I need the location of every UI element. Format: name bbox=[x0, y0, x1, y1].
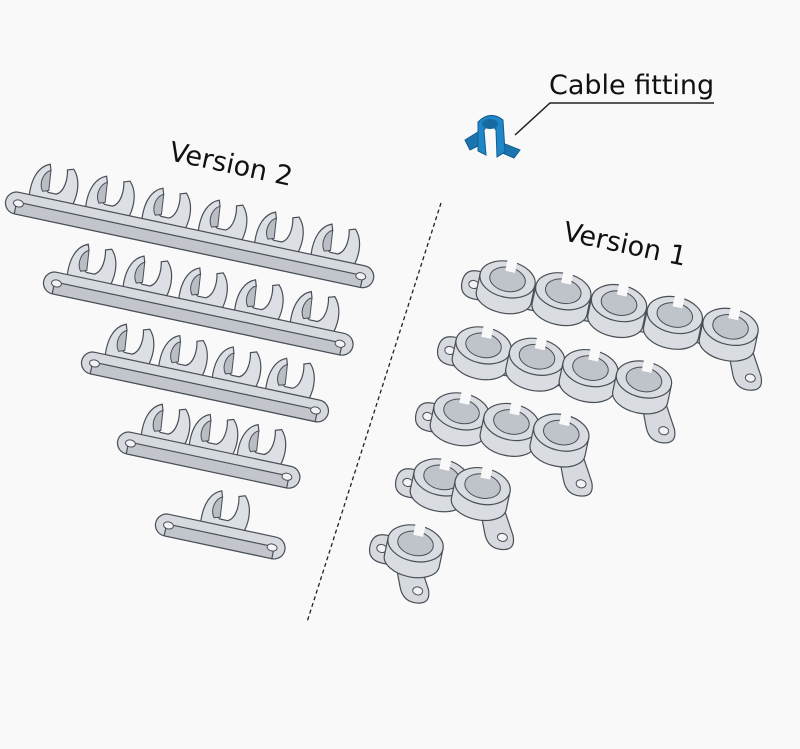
ring-clip bbox=[409, 457, 470, 513]
ring-clip bbox=[531, 270, 592, 327]
version-1-clip-strip bbox=[394, 457, 515, 551]
hook-clip bbox=[141, 187, 192, 231]
version-1-clip-strip bbox=[460, 259, 763, 391]
hook-clip bbox=[253, 211, 304, 255]
hook-clip bbox=[66, 243, 117, 287]
ring-clip bbox=[505, 336, 566, 392]
hook-clip bbox=[104, 323, 155, 367]
hook-clip bbox=[310, 223, 361, 267]
callout-leader-line bbox=[514, 102, 714, 136]
mount-hole bbox=[412, 586, 424, 596]
hook-clip bbox=[157, 334, 208, 378]
hook-clip bbox=[197, 199, 248, 243]
version-2-clip-strip bbox=[116, 403, 301, 489]
hook-clip bbox=[289, 290, 340, 334]
mount-hole bbox=[50, 279, 62, 288]
label-cable-fitting: Cable fitting bbox=[549, 70, 714, 101]
hook-clip bbox=[188, 413, 239, 457]
ring-clip bbox=[429, 391, 490, 447]
ring-clip bbox=[612, 359, 673, 415]
hook-clip bbox=[28, 163, 79, 207]
mount-hole bbox=[310, 406, 321, 415]
version-2-group bbox=[4, 163, 375, 560]
ring-clip bbox=[587, 282, 648, 339]
mount-hole bbox=[124, 439, 136, 448]
ring-clip bbox=[383, 523, 444, 579]
ring-clip bbox=[558, 347, 619, 404]
hook-clip bbox=[177, 267, 228, 311]
mount-hole bbox=[266, 543, 278, 552]
mount-hole bbox=[162, 521, 174, 530]
hook-clip bbox=[140, 403, 191, 447]
hook-clip bbox=[264, 357, 315, 401]
ring-clip bbox=[642, 294, 704, 350]
mount-hole bbox=[12, 199, 24, 208]
cable-fitting-part bbox=[464, 115, 521, 159]
version-1-clip-strip bbox=[368, 523, 444, 604]
ring-clip bbox=[475, 259, 536, 315]
ring-clip bbox=[479, 401, 540, 457]
mount-hole bbox=[88, 359, 100, 368]
version-2-clip-strip bbox=[80, 323, 330, 423]
mount-hole bbox=[355, 272, 367, 281]
version-1-clip-strip bbox=[414, 391, 593, 497]
ring-clip bbox=[529, 412, 590, 468]
hook-clip bbox=[211, 346, 262, 390]
hook-clip bbox=[233, 279, 284, 322]
mount-hole bbox=[334, 339, 346, 348]
divider-dashed-line bbox=[306, 202, 442, 623]
mount-hole bbox=[575, 479, 587, 489]
hook-clip bbox=[84, 175, 135, 219]
ring-clip bbox=[450, 465, 511, 522]
label-version-1: Version 1 bbox=[561, 217, 690, 273]
hook-clip bbox=[236, 423, 287, 467]
mount-hole bbox=[496, 532, 508, 542]
mount-hole bbox=[744, 373, 756, 383]
version-2-clip-strip bbox=[42, 243, 354, 356]
hook-clip bbox=[122, 255, 173, 299]
hook-clip bbox=[199, 490, 250, 533]
version-1-clip-strip bbox=[436, 325, 676, 444]
ring-clip bbox=[451, 325, 512, 381]
mount-hole bbox=[281, 472, 293, 481]
ring-clip bbox=[698, 306, 759, 362]
label-version-2: Version 2 bbox=[167, 137, 296, 193]
version-1-group bbox=[368, 259, 763, 604]
version-2-clip-strip bbox=[154, 490, 286, 560]
mount-hole bbox=[658, 426, 670, 436]
version-2-clip-strip bbox=[4, 163, 375, 289]
